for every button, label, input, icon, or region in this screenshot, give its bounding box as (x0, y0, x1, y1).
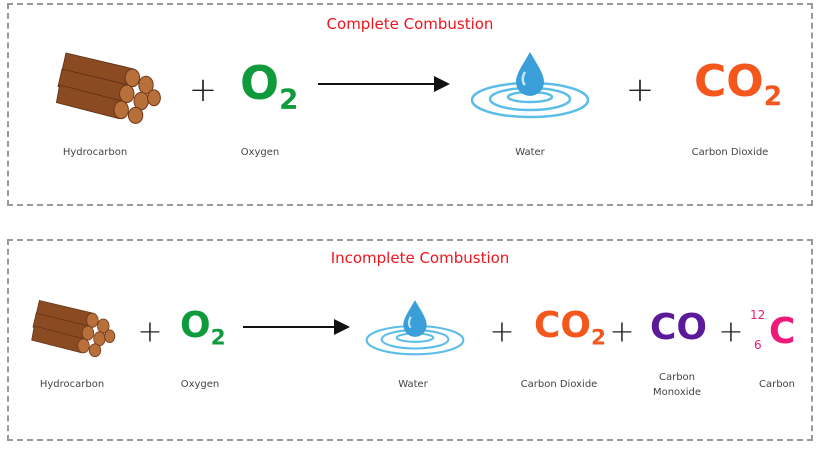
atomic-number: 6 (754, 338, 762, 352)
oxygen-formula: O2 (180, 308, 226, 349)
subscript: 2 (210, 325, 226, 351)
subscript: 2 (279, 82, 299, 116)
formula-text: CO (694, 56, 764, 107)
water-label: Water (398, 379, 428, 390)
plus-sign: + (625, 70, 655, 110)
water-drop-icon (470, 52, 590, 119)
complete-combustion-panel (7, 3, 813, 206)
water-drop-icon (365, 300, 465, 356)
subscript: 2 (763, 81, 783, 113)
hydrocarbon-logs-icon (55, 52, 161, 124)
plus-sign: + (718, 314, 744, 350)
plus-sign: + (137, 314, 163, 350)
formula-text: CO (534, 305, 592, 346)
co-formula: CO (650, 307, 708, 348)
co2-formula: CO2 (694, 60, 782, 111)
co2-label: Carbon Dioxide (520, 379, 598, 390)
hydrocarbon-logs-icon (31, 300, 116, 358)
reaction-arrow (318, 76, 450, 92)
formula-text: O (180, 305, 211, 346)
element-symbol: C (769, 311, 796, 352)
co2-label: Carbon Dioxide (691, 147, 769, 158)
subscript: 2 (591, 325, 607, 351)
hydrocarbon-label: Hydrocarbon (39, 379, 105, 390)
oxygen-formula: O2 (240, 60, 298, 113)
plus-sign: + (489, 314, 515, 350)
complete-title: Complete Combustion (326, 15, 494, 33)
co2-formula: CO2 (534, 308, 606, 349)
oxygen-label: Oxygen (180, 379, 220, 390)
plus-sign: + (609, 314, 635, 350)
label-line: Carbon (658, 372, 696, 383)
water-label: Water (515, 147, 545, 158)
mass-number: 12 (750, 308, 766, 322)
incomplete-title: Incomplete Combustion (330, 249, 510, 267)
label-line: Monoxide (652, 387, 702, 398)
hydrocarbon-label: Hydrocarbon (62, 147, 128, 158)
carbon-symbol: 12 6 C (750, 308, 810, 358)
incomplete-combustion-panel (7, 239, 813, 441)
carbon-label: Carbon (758, 379, 796, 390)
formula-text: O (240, 56, 280, 110)
oxygen-label: Oxygen (240, 147, 280, 158)
reaction-arrow (243, 319, 350, 335)
plus-sign: + (188, 70, 218, 110)
